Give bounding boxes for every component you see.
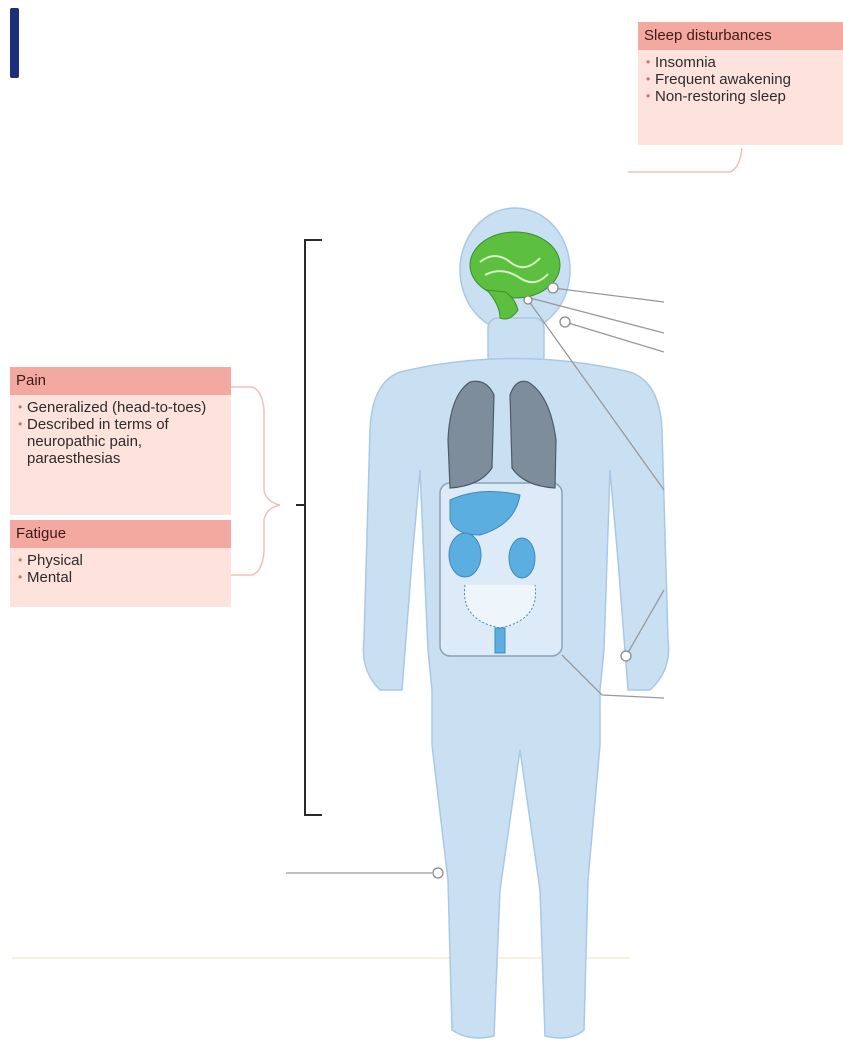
- sleep-list: Insomnia Frequent awakening Non-restorin…: [638, 50, 843, 111]
- sleep-panel-title: Sleep disturbances: [638, 22, 843, 50]
- fatigue-panel-title: Fatigue: [10, 520, 231, 548]
- list-item: Frequent awakening: [646, 71, 837, 88]
- pain-panel-title: Pain: [10, 367, 231, 395]
- list-item: Physical: [18, 552, 225, 569]
- bracket: [296, 240, 322, 815]
- pain-panel: Pain Generalized (head-to-toes) Describe…: [10, 367, 231, 515]
- pain-list: Generalized (head-to-toes) Described in …: [10, 395, 231, 473]
- list-item: Insomnia: [646, 54, 837, 71]
- list-item: Described in terms of neuropathic pain, …: [18, 416, 225, 467]
- sleep-disturbances-panel: Sleep disturbances Insomnia Frequent awa…: [638, 22, 843, 145]
- fatigue-list: Physical Mental: [10, 548, 231, 592]
- fatigue-panel: Fatigue Physical Mental: [10, 520, 231, 607]
- list-item: Non-restoring sleep: [646, 88, 837, 105]
- list-item: Mental: [18, 569, 225, 586]
- list-item: Generalized (head-to-toes): [18, 399, 225, 416]
